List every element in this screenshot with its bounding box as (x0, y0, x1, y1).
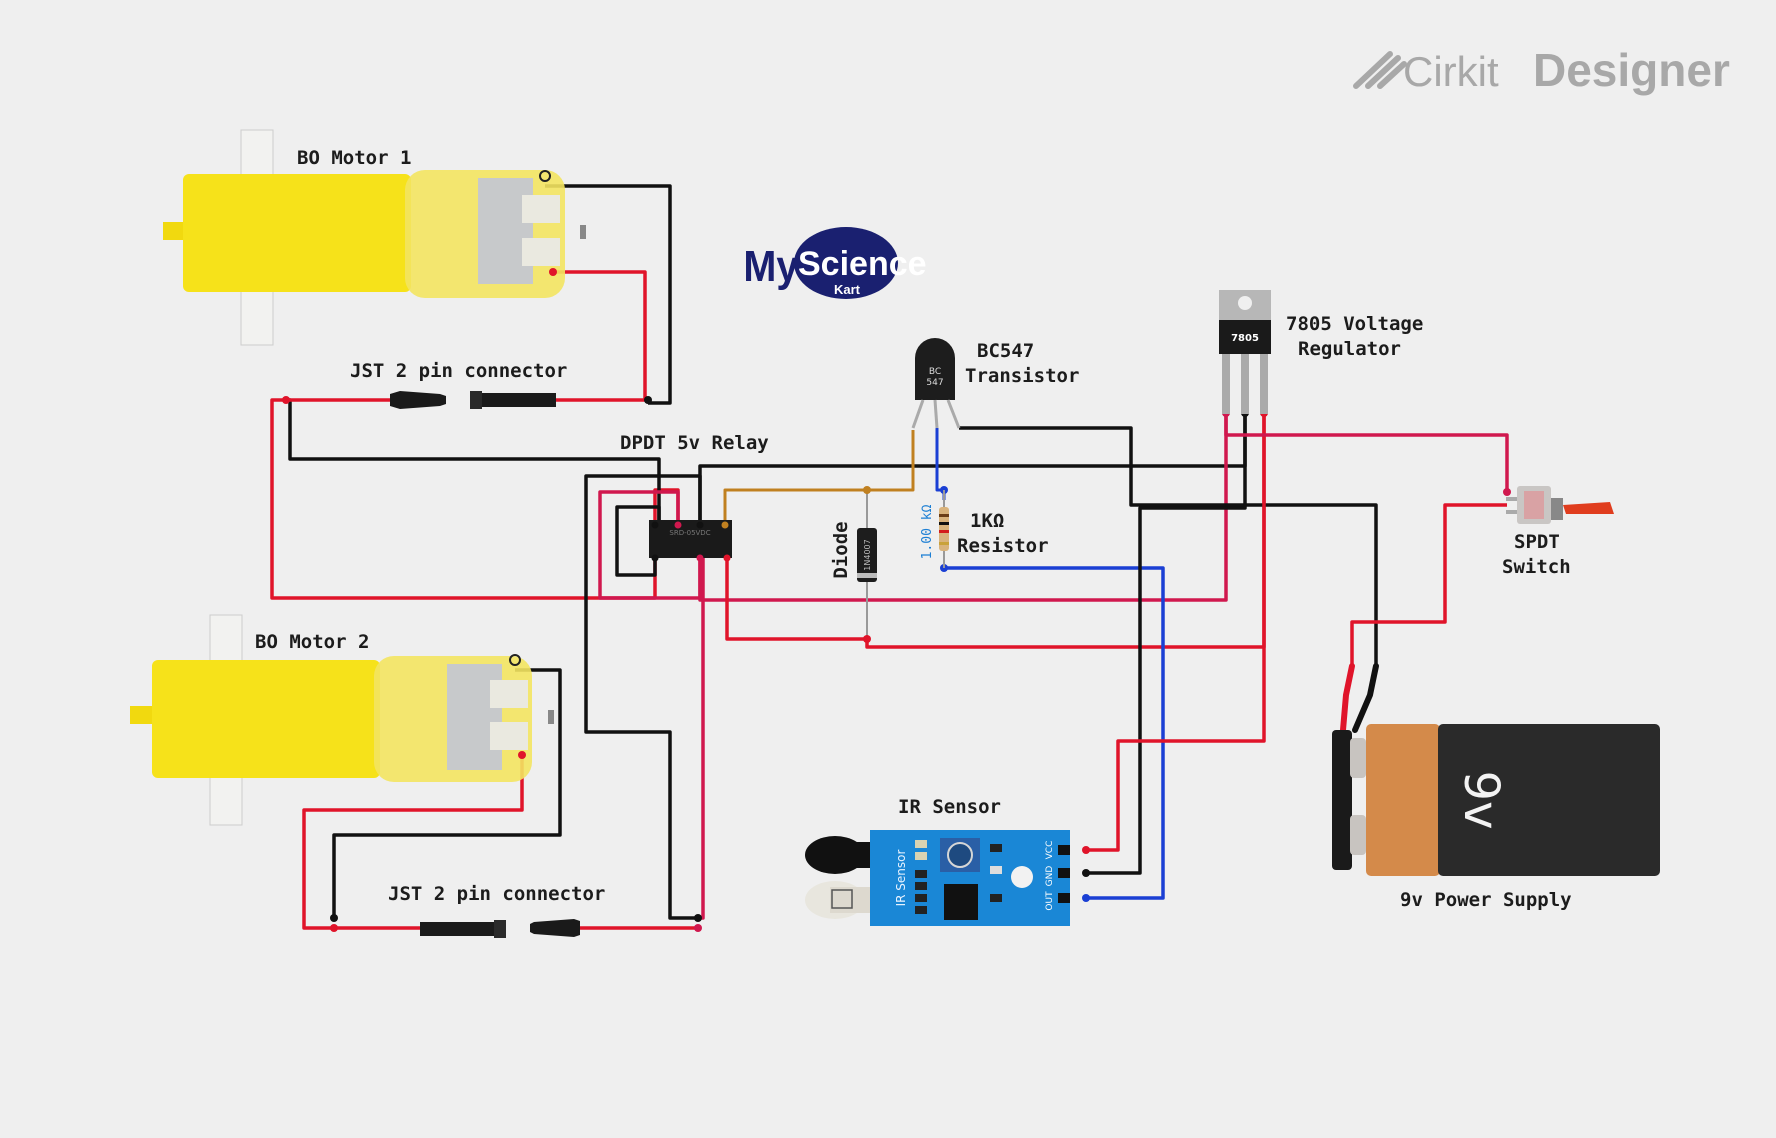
brand-cirkit: Cirkit (1403, 48, 1499, 95)
ir-pin-out: OUT (1045, 891, 1055, 911)
9v-battery[interactable]: 9v (1332, 663, 1660, 876)
label-jst-bottom: JST 2 pin connector (388, 883, 605, 905)
wire-motor1-black[interactable] (545, 184, 672, 405)
diode-body-text: 1N4007 (863, 539, 872, 570)
label-switch-1: SPDT (1514, 531, 1560, 553)
ir-pin-vcc: VCC (1045, 841, 1055, 860)
battery-face-text: 9v (1453, 771, 1509, 830)
bo-motor-1[interactable] (163, 129, 586, 346)
jst-connector-top[interactable] (390, 391, 556, 409)
wire-reg-switch[interactable] (1224, 413, 1509, 492)
wire-resistor-ir-out[interactable] (944, 566, 1165, 900)
label-battery: 9v Power Supply (1400, 889, 1572, 911)
logo-science: Science (798, 245, 927, 283)
logo-my: My (743, 241, 799, 290)
brand-designer: Designer (1533, 44, 1730, 96)
wire-motor2-red[interactable] (302, 755, 524, 930)
wire-relay-loop-black[interactable] (615, 505, 661, 577)
resistor-1k[interactable] (939, 490, 949, 568)
label-diode: Diode (830, 521, 852, 578)
wire-relay-pink-motor2[interactable] (698, 558, 705, 920)
label-motor2: BO Motor 2 (255, 631, 369, 653)
label-ir-sensor: IR Sensor (898, 796, 1001, 818)
dpdt-relay[interactable]: SRD-05VDC (649, 520, 732, 562)
transistor-body-text: BC (929, 367, 941, 377)
wire-ir-vcc[interactable] (1086, 413, 1266, 852)
wire-motor1-red[interactable] (553, 270, 647, 400)
label-resistor-1: 1KΩ (970, 510, 1004, 532)
cirkit-designer-logo: Cirkit Designer (1353, 44, 1730, 96)
label-jst-top: JST 2 pin connector (350, 360, 567, 382)
logo-kart: Kart (834, 282, 861, 297)
ir-board-text: IR Sensor (894, 850, 908, 907)
label-relay: DPDT 5v Relay (620, 432, 769, 454)
7805-voltage-regulator[interactable]: 7805 (1219, 290, 1271, 414)
relay-body-text: SRD-05VDC (669, 529, 710, 537)
label-switch-2: Switch (1502, 556, 1571, 578)
wire-ir-gnd[interactable] (1086, 400, 1247, 875)
wire-jst1-black[interactable] (286, 398, 661, 525)
label-transistor-1: BC547 (977, 340, 1034, 362)
cirkit-icon (1353, 51, 1407, 89)
wire-switch-battery[interactable] (1350, 503, 1507, 666)
diode[interactable]: 1N4007 (857, 528, 877, 582)
ir-pin-gnd: GND (1045, 866, 1055, 887)
ir-sensor-module[interactable]: IR Sensor VCC GND OUT (805, 830, 1070, 926)
resistor-value: 1.00 kΩ (920, 504, 935, 559)
label-regulator-1: 7805 Voltage (1286, 313, 1423, 335)
label-motor1: BO Motor 1 (297, 147, 411, 169)
regulator-body-text: 7805 (1231, 333, 1259, 344)
wire-transistor-emitter[interactable] (959, 426, 1378, 666)
label-transistor-2: Transistor (965, 365, 1079, 387)
myscience-kart-logo: My Science Kart (743, 227, 927, 299)
transistor-body-text-2: 547 (926, 378, 943, 388)
bc547-transistor[interactable]: BC 547 (911, 338, 961, 429)
bo-motor-2[interactable] (130, 614, 554, 826)
wire-transistor-collector[interactable] (723, 430, 915, 525)
label-regulator-2: Regulator (1298, 338, 1401, 360)
label-resistor-2: Resistor (957, 535, 1049, 557)
jst-connector-bottom[interactable] (420, 919, 580, 938)
spdt-switch[interactable] (1506, 486, 1614, 524)
wire-motor2-black[interactable] (332, 668, 562, 918)
